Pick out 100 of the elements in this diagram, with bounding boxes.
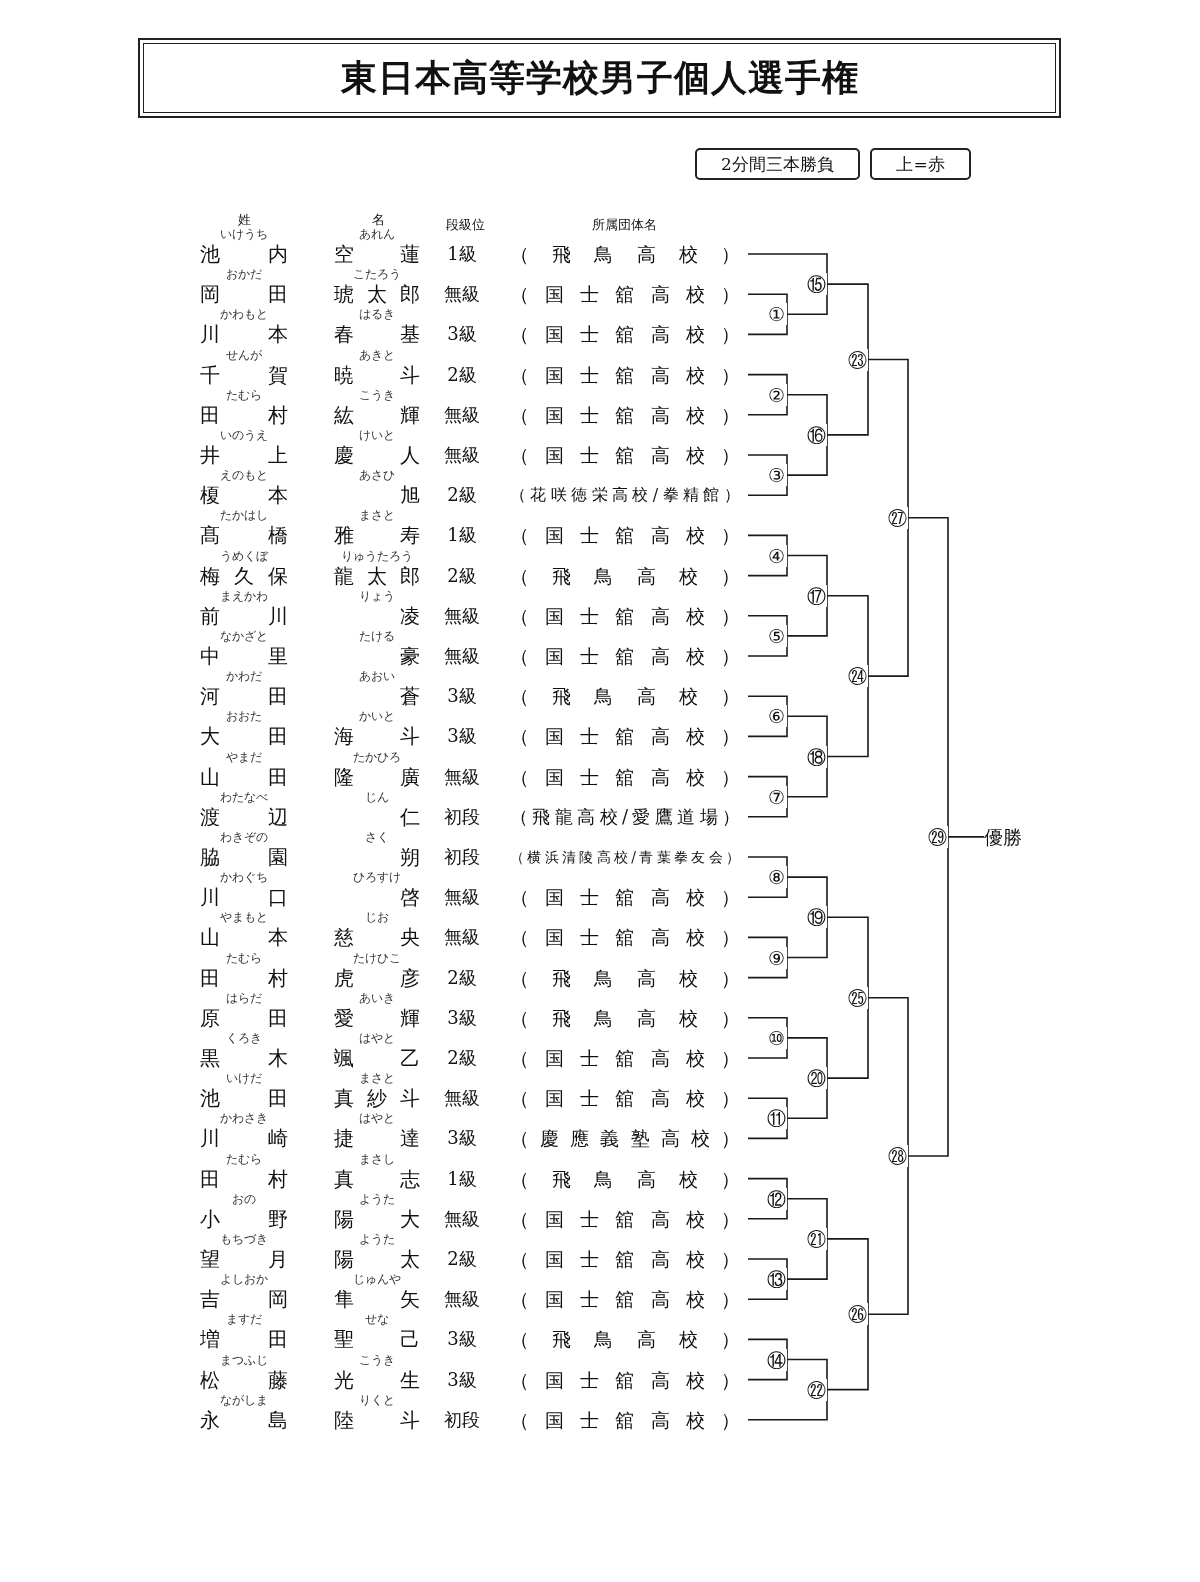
- furigana: たける: [358, 629, 396, 643]
- match-number: ⑫: [765, 1187, 787, 1210]
- surname: 田村: [200, 402, 288, 427]
- furigana: こうき: [358, 387, 396, 402]
- surname: 中里: [200, 644, 288, 668]
- furigana: かわだ: [225, 669, 263, 684]
- surname: 川崎: [200, 1126, 288, 1151]
- furigana: たかはし: [219, 508, 269, 523]
- column-header: 所属団体名: [591, 216, 657, 234]
- given-name: 虎彦: [334, 965, 420, 990]
- surname: 池内: [200, 242, 288, 266]
- grade: 1級: [446, 1166, 478, 1191]
- given-name: 琥太郎: [334, 282, 420, 307]
- match-number: ㉑: [805, 1227, 827, 1250]
- grade: 2級: [446, 1247, 478, 1271]
- given-name: 陽大: [334, 1206, 420, 1231]
- given-name: 隆廣: [334, 764, 420, 789]
- surname: 増田: [200, 1327, 288, 1352]
- grade: 無級: [443, 443, 481, 467]
- given-name: 颯乙: [334, 1046, 420, 1070]
- match-number: ⑭: [765, 1348, 787, 1371]
- grade: 3級: [446, 1126, 478, 1151]
- grade: 2級: [446, 563, 478, 588]
- surname: 川口: [200, 885, 288, 910]
- surname: 山田: [200, 764, 288, 789]
- grade: 無級: [443, 282, 481, 307]
- affiliation: （国士舘高校）: [510, 764, 740, 789]
- column-header: 姓: [237, 211, 251, 229]
- match-number: ㉙: [926, 825, 948, 848]
- affiliation: （国士舘高校）: [510, 1046, 740, 1070]
- furigana: やまもと: [219, 910, 269, 925]
- given-name: 捷達: [334, 1126, 420, 1151]
- given-name: 紘輝: [334, 402, 420, 427]
- surname: 岡田: [200, 282, 288, 307]
- grade: 無級: [443, 764, 481, 789]
- given-name: 空蓮: [334, 242, 420, 266]
- furigana: さく: [364, 830, 390, 844]
- affiliation: （国士舘高校）: [510, 282, 740, 307]
- grade: 2級: [446, 1046, 478, 1070]
- furigana: よしおか: [219, 1272, 269, 1287]
- furigana: いけうち: [219, 227, 269, 241]
- furigana: わたなべ: [219, 789, 269, 804]
- affiliation: （国士舘高校）: [510, 1247, 740, 1271]
- furigana: じお: [364, 910, 390, 925]
- furigana: たむら: [225, 387, 263, 402]
- affiliation: （飛鳥高校）: [510, 563, 740, 588]
- grade: 2級: [446, 362, 478, 387]
- given-name: 陽太: [334, 1247, 420, 1271]
- column-header: 名: [371, 211, 385, 229]
- affiliation: （国士舘高校）: [510, 1407, 740, 1432]
- furigana: まさと: [358, 1071, 396, 1086]
- grade: 初段: [443, 1407, 481, 1432]
- surname: 前川: [200, 603, 288, 628]
- given-name: 隼矢: [334, 1287, 420, 1312]
- furigana: あいき: [358, 990, 396, 1005]
- furigana: えのもと: [219, 468, 269, 483]
- grade: 無級: [443, 1086, 481, 1111]
- grade: 3級: [446, 1327, 478, 1352]
- affiliation: （花咲徳栄高校/拳精館）: [510, 484, 740, 507]
- affiliation: （横浜清陵高校/青葉拳友会）: [510, 848, 740, 867]
- furigana: いのうえ: [219, 428, 269, 442]
- furigana: もちづき: [219, 1232, 269, 1246]
- affiliation: （国士舘高校）: [510, 1367, 740, 1392]
- furigana: くろき: [225, 1031, 263, 1045]
- furigana: たかひろ: [352, 749, 402, 764]
- surname: 黒木: [200, 1046, 288, 1070]
- grade: 無級: [443, 1206, 481, 1231]
- match-number: ㉔: [846, 665, 868, 688]
- given-name: 旭: [399, 483, 420, 508]
- bracket-line: [947, 836, 985, 838]
- affiliation: （国士舘高校）: [510, 362, 740, 387]
- title: 東日本高等学校男子個人選手権: [340, 54, 859, 100]
- furigana: あおい: [358, 669, 396, 684]
- match-number: ⑰: [805, 584, 827, 607]
- affiliation: （国士舘高校）: [510, 724, 740, 749]
- affiliation: （国士舘高校）: [510, 1086, 740, 1111]
- furigana: せな: [364, 1312, 390, 1327]
- match-number: ㉒: [805, 1378, 827, 1401]
- surname: 千賀: [200, 362, 288, 387]
- furigana: おの: [231, 1191, 257, 1206]
- affiliation: （飛鳥高校）: [510, 1166, 740, 1191]
- affiliation: （国士舘高校）: [510, 523, 740, 548]
- surname: 吉岡: [200, 1287, 288, 1312]
- surname: 池田: [200, 1086, 288, 1111]
- furigana: あきと: [358, 347, 396, 362]
- furigana: あさひ: [358, 468, 396, 483]
- affiliation: （飛鳥高校）: [510, 1005, 740, 1030]
- grade: 無級: [443, 925, 481, 950]
- given-name: 暁斗: [334, 362, 420, 387]
- surname: 髙橋: [200, 523, 288, 548]
- affiliation: （慶應義塾高校）: [510, 1126, 740, 1151]
- match-number: ㉘: [886, 1145, 908, 1167]
- match-number: ⑬: [765, 1268, 787, 1291]
- grade: 1級: [446, 242, 478, 266]
- affiliation: （飛鳥高校）: [510, 965, 740, 990]
- furigana: たむら: [225, 1151, 263, 1166]
- match-number: ⑲: [805, 906, 827, 929]
- grade: 無級: [443, 885, 481, 910]
- affiliation: （国士舘高校）: [510, 1287, 740, 1312]
- given-name: 陸斗: [334, 1407, 420, 1432]
